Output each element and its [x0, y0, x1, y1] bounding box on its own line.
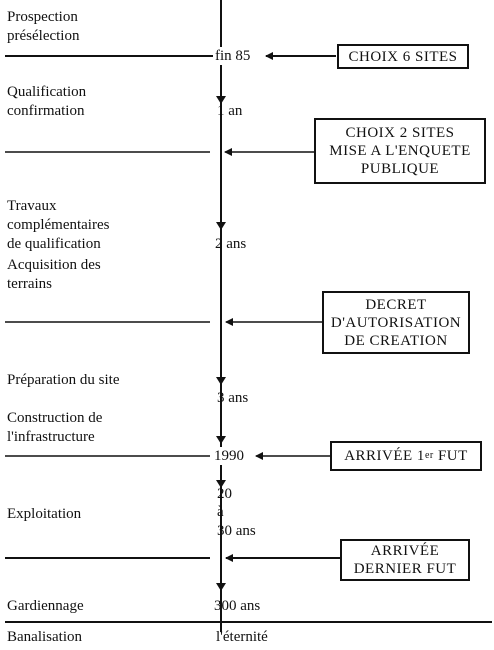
- stage-gardiennage: Gardiennage: [7, 598, 84, 614]
- box-arrivee-dernier-fut-line1: ARRIVÉE: [370, 543, 440, 559]
- box-decret-line3: DE CREATION: [344, 332, 448, 349]
- stage-travaux-line3: de qualification: [7, 236, 101, 252]
- box-choix-2-sites-line1: CHOIX 2 SITES: [345, 125, 455, 141]
- stage-travaux-line2: complémentaires: [7, 217, 110, 233]
- time-1-an: 1 an: [217, 103, 243, 119]
- time-a: à: [217, 504, 224, 520]
- time-fin-85: fin 85: [215, 47, 251, 65]
- box-decret: DECRET D'AUTORISATION DE CREATION: [322, 291, 470, 354]
- box-decret-line1: DECRET: [365, 296, 427, 313]
- time-1990: 1990: [214, 447, 244, 465]
- stage-preparation: Préparation du site: [7, 372, 120, 388]
- stage-banalisation: Banalisation: [7, 629, 82, 645]
- stage-travaux-line4: Acquisition des: [7, 257, 101, 273]
- stage-travaux-line5: terrains: [7, 276, 52, 292]
- box-choix-2-sites-line2: MISE A L'ENQUETE: [329, 143, 471, 159]
- box-arrivee-dernier-fut-line2: DERNIER FUT: [353, 561, 457, 577]
- stage-prospection-line1: Prospection: [7, 9, 78, 25]
- time-30-ans: 30 ans: [217, 523, 256, 539]
- axis-arrowheads: [216, 96, 226, 591]
- stage-construction-line2: l'infrastructure: [7, 429, 95, 445]
- stage-travaux-line1: Travaux: [7, 198, 57, 214]
- time-20: 20: [217, 486, 232, 502]
- stage-exploitation: Exploitation: [7, 506, 82, 522]
- stage-prospection-line2: présélection: [7, 28, 80, 44]
- box-arrivee-1er-fut-main: ARRIVÉE 1: [344, 448, 425, 464]
- time-300-ans: 300 ans: [214, 598, 261, 614]
- box-choix-2-sites-line3: PUBLIQUE: [360, 161, 440, 177]
- time-2-ans: 2 ans: [215, 236, 247, 252]
- time-3-ans: 3 ans: [217, 390, 249, 406]
- box-arrivee-1er-fut-tail: FUT: [433, 448, 468, 464]
- box-choix-6-sites: CHOIX 6 SITES: [337, 44, 469, 69]
- stage-qualification-line2: confirmation: [7, 103, 85, 119]
- stage-construction-line1: Construction de: [7, 410, 103, 426]
- box-arrivee-dernier-fut: ARRIVÉE DERNIER FUT: [340, 539, 470, 581]
- stage-qualification-line1: Qualification: [7, 84, 87, 100]
- box-decret-line2: D'AUTORISATION: [330, 314, 462, 331]
- time-eternite: l'éternité: [216, 629, 268, 645]
- box-choix-2-sites: CHOIX 2 SITES MISE A L'ENQUETE PUBLIQUE: [314, 118, 486, 184]
- box-choix-6-sites-text: CHOIX 6 SITES: [348, 48, 458, 65]
